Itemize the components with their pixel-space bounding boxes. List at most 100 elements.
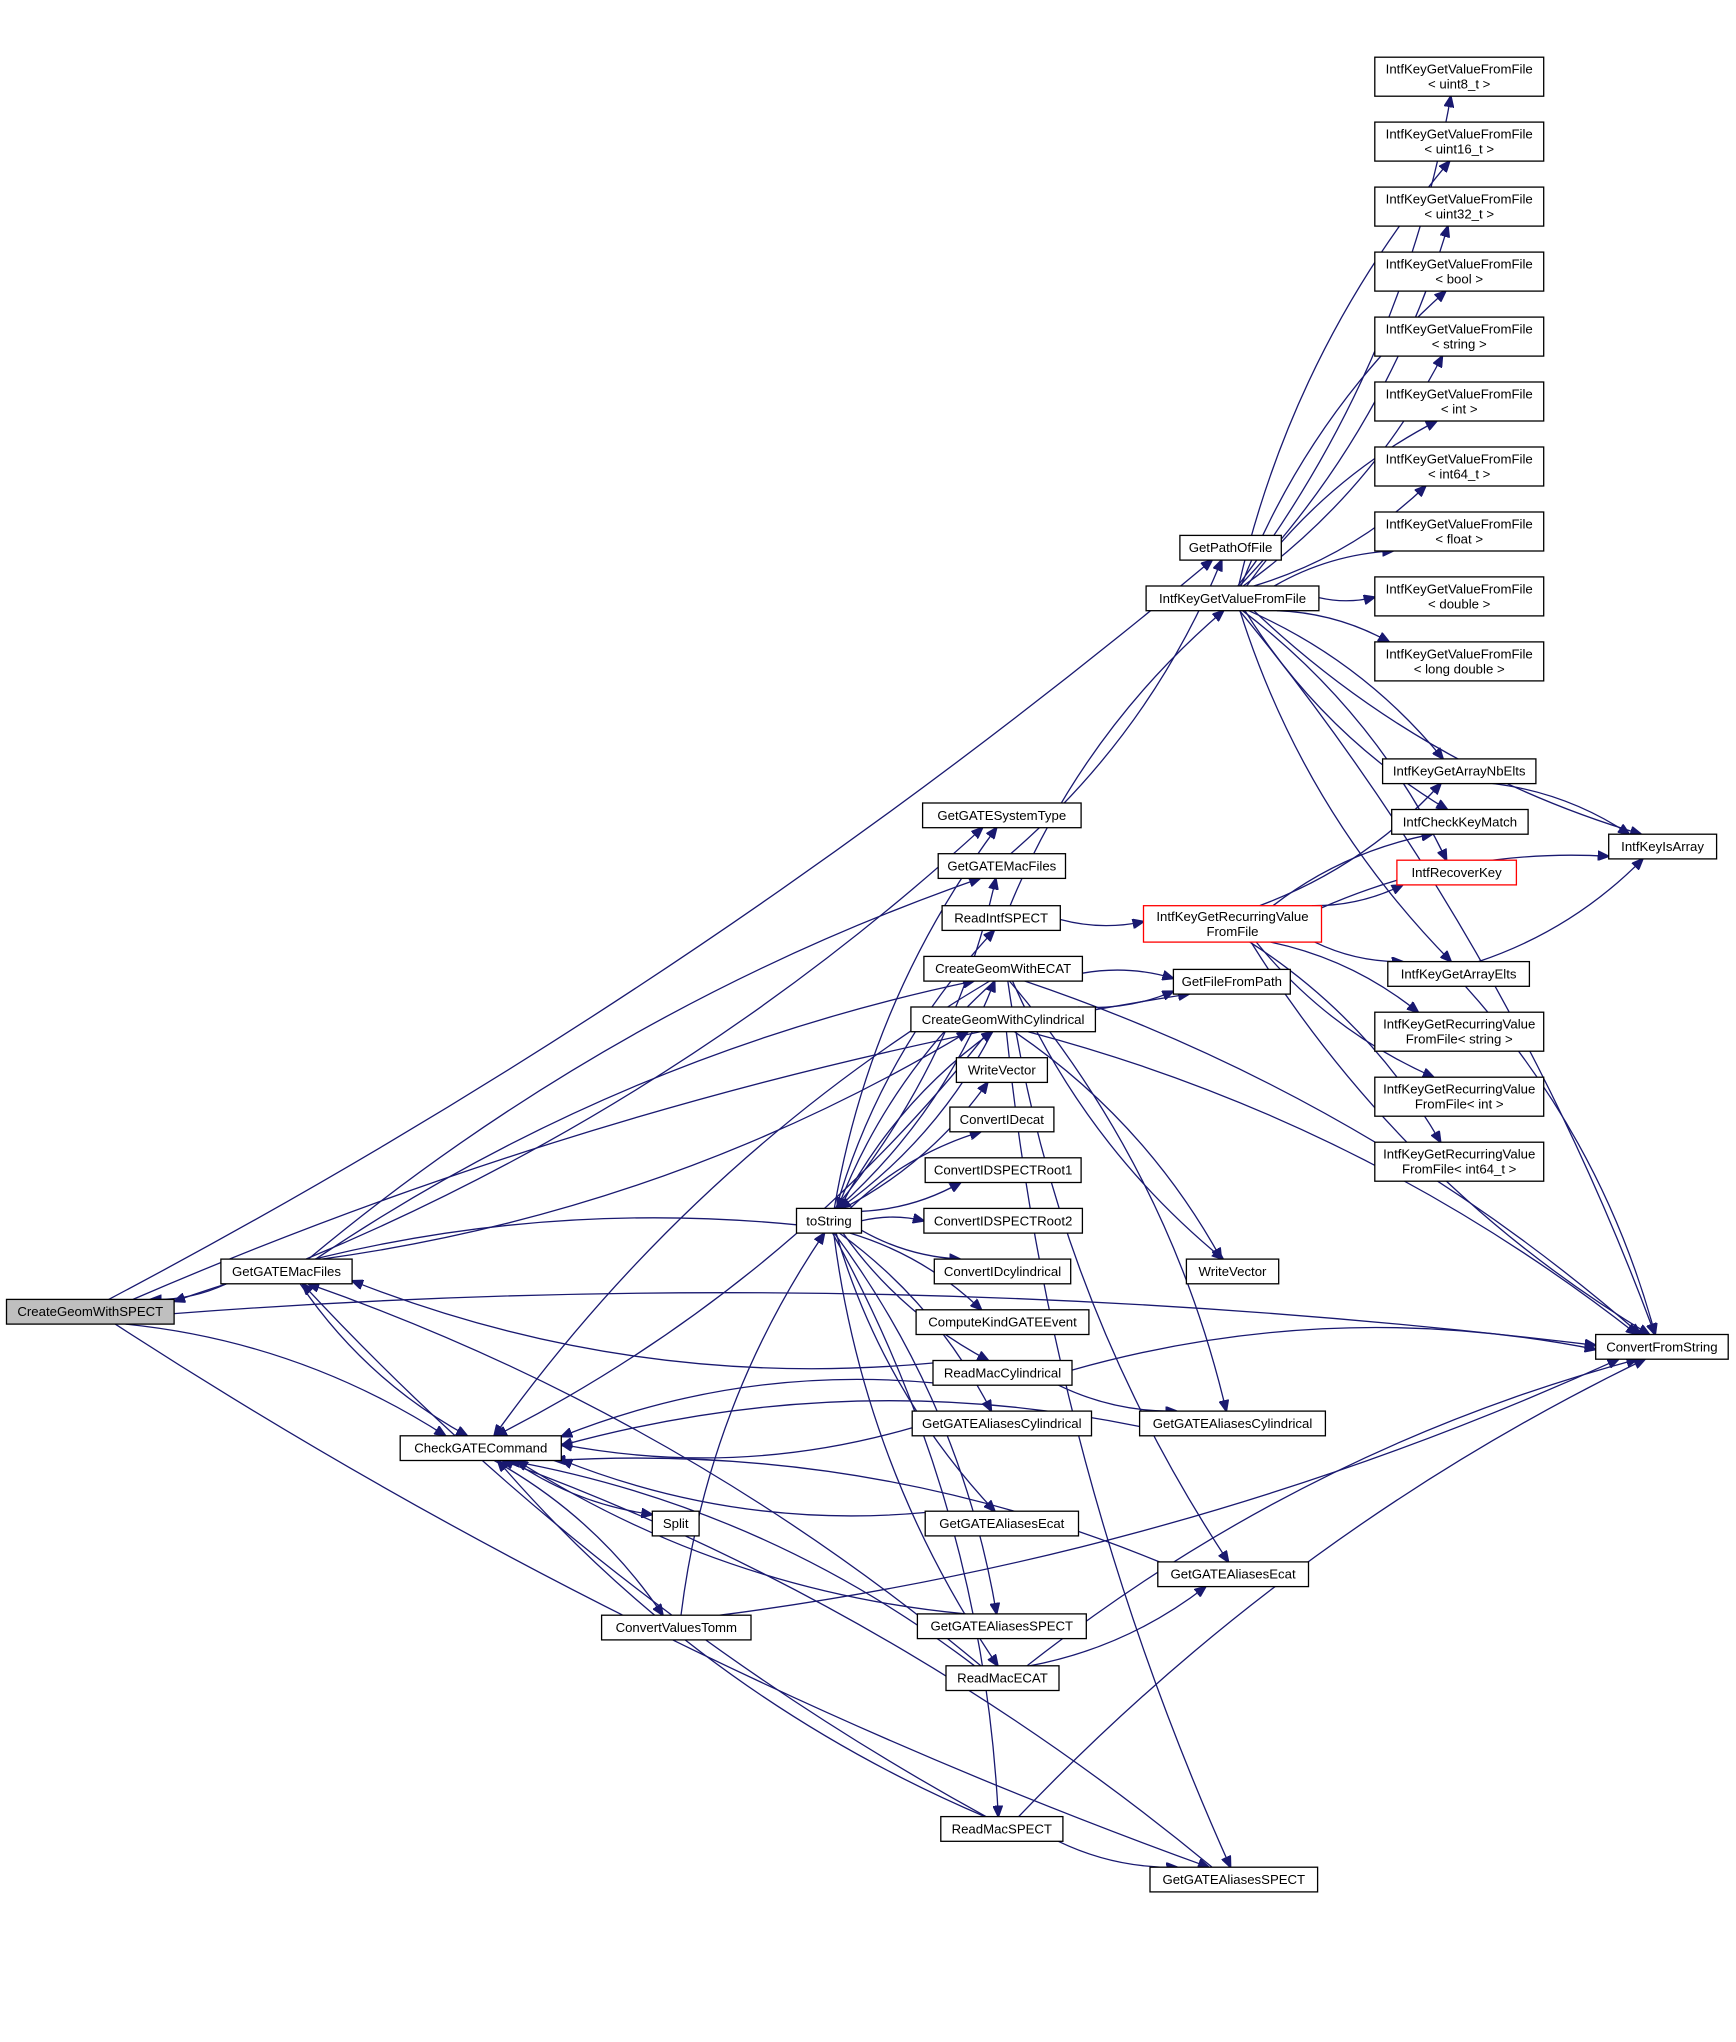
node-cidecat[interactable]: ConvertIDecat [949,1106,1055,1133]
edge-ikgrvff-to-r_int [1255,941,1433,1077]
edge-rmcyl-to-cgc [561,1378,934,1436]
node-box-cgc [399,1435,562,1462]
node-ikgvff[interactable]: IntfKeyGetValueFromFile [1145,585,1320,612]
node-rmcyl[interactable]: ReadMacCylindrical [932,1359,1073,1386]
node-label-gaecat1-0: GetGATEAliasesEcat [939,1516,1064,1531]
edge-readintf-to-ikgrvff [1060,920,1143,926]
node-gsystype[interactable]: GetGATESystemType [921,802,1082,829]
node-label-tostring-0: toString [806,1213,851,1228]
node-cfs[interactable]: ConvertFromString [1595,1333,1729,1360]
node-gacyl1[interactable]: GetGATEAliasesCylindrical [911,1410,1093,1437]
node-t_i64[interactable]: IntfKeyGetValueFromFile< int64_t > [1374,446,1545,487]
node-split[interactable]: Split [651,1510,700,1537]
node-cidcyl[interactable]: ConvertIDcylindrical [933,1258,1072,1285]
edge-cvtmm-to-tostring [680,1233,824,1616]
node-box-t_bool [1374,251,1545,292]
node-root[interactable]: CreateGeomWithSPECT [5,1298,175,1325]
node-gmf1[interactable]: GetGATEMacFiles [220,1258,353,1285]
edge-gaspect2-to-cgc [502,1461,1213,1868]
node-gmf2[interactable]: GetGATEMacFiles [937,853,1067,880]
node-t_u8[interactable]: IntfKeyGetValueFromFile< uint8_t > [1374,56,1545,97]
node-box-ikganb [1381,758,1537,785]
node-label-cidcyl-0: ConvertIDcylindrical [944,1264,1061,1279]
node-ikgae[interactable]: IntfKeyGetArrayElts [1387,960,1531,987]
edge-root-to-gpof [108,560,1212,1300]
edge-tostring-to-cidsr1 [861,1183,961,1212]
node-box-gacyl2 [1138,1410,1327,1437]
node-t_str[interactable]: IntfKeyGetValueFromFile< string > [1374,316,1545,357]
node-rmecat[interactable]: ReadMacECAT [945,1665,1060,1692]
node-cidsr1[interactable]: ConvertIDSPECTRoot1 [924,1157,1082,1184]
node-label-r_str-1: FromFile< string > [1406,1032,1513,1047]
node-box-ikia [1608,833,1718,860]
edge-tostring-to-rmcyl [842,1232,988,1360]
edges-layer [108,96,1656,1868]
node-label-t_str-0: IntfKeyGetValueFromFile [1386,322,1533,337]
node-box-gaecat2 [1157,1561,1310,1588]
node-box-cfs [1595,1333,1729,1360]
node-t_ld[interactable]: IntfKeyGetValueFromFile< long double > [1374,641,1545,682]
node-box-split [651,1510,700,1537]
node-box-gaspect1 [916,1613,1087,1640]
node-cvtmm[interactable]: ConvertValuesTomm [600,1614,752,1641]
edge-gmf1-to-cgecat [315,981,974,1260]
node-wv2[interactable]: WriteVector [1185,1258,1280,1285]
edge-ikganb-to-ikia [1492,782,1630,835]
node-box-root [5,1298,175,1325]
node-cgcyl[interactable]: CreateGeomWithCylindrical [910,1006,1097,1033]
edge-cgecat-to-gffp [1082,969,1173,978]
node-ikia[interactable]: IntfKeyIsArray [1608,833,1718,860]
node-gaecat1[interactable]: GetGATEAliasesEcat [924,1510,1080,1537]
node-irk[interactable]: IntfRecoverKey [1396,859,1518,886]
node-t_double[interactable]: IntfKeyGetValueFromFile< double > [1374,576,1545,617]
edge-cgecat-to-cgc [494,980,991,1436]
edge-ikgrvff-to-cfs [1250,941,1649,1334]
node-t_bool[interactable]: IntfKeyGetValueFromFile< bool > [1374,251,1545,292]
node-box-t_u16 [1374,121,1545,162]
node-gacyl2[interactable]: GetGATEAliasesCylindrical [1138,1410,1327,1437]
edge-gmf1-to-root [150,1283,227,1300]
node-label-t_ld-0: IntfKeyGetValueFromFile [1386,646,1533,661]
node-label-ikganb-0: IntfKeyGetArrayNbElts [1393,764,1526,779]
node-t_u16[interactable]: IntfKeyGetValueFromFile< uint16_t > [1374,121,1545,162]
edge-rmcyl-to-gmf1 [352,1281,934,1370]
node-t_int[interactable]: IntfKeyGetValueFromFile< int > [1374,381,1545,422]
node-gaecat2[interactable]: GetGATEAliasesEcat [1157,1561,1310,1588]
node-label-wv1-0: WriteVector [968,1063,1037,1078]
node-cidsr2[interactable]: ConvertIDSPECTRoot2 [923,1207,1084,1234]
node-label-ickm-0: IntfCheckKeyMatch [1403,814,1517,829]
node-cgecat[interactable]: CreateGeomWithECAT [923,955,1084,982]
edge-cgcyl-to-gaspect2 [1005,1031,1230,1868]
edge-tostring-to-cidecat [849,1132,981,1209]
node-rmspect[interactable]: ReadMacSPECT [940,1815,1064,1842]
node-label-ikgrvff-0: IntfKeyGetRecurringValue [1156,909,1308,924]
node-ickm[interactable]: IntfCheckKeyMatch [1391,808,1529,835]
edge-rmecat-to-gmf1 [308,1284,982,1667]
edge-ikgvff-to-cfs [1239,610,1655,1335]
edge-gmf1-to-cgc [299,1283,467,1436]
node-t_u32[interactable]: IntfKeyGetValueFromFile< uint32_t > [1374,186,1545,227]
node-tostring[interactable]: toString [795,1207,863,1234]
node-cgc[interactable]: CheckGATECommand [399,1435,562,1462]
node-readintf[interactable]: ReadIntfSPECT [941,905,1061,932]
node-box-cgecat [923,955,1084,982]
node-t_float[interactable]: IntfKeyGetValueFromFile< float > [1374,511,1545,552]
node-wv1[interactable]: WriteVector [955,1057,1049,1084]
node-gaspect1[interactable]: GetGATEAliasesSPECT [916,1613,1087,1640]
edge-rmecat-to-cgc [509,1461,975,1667]
node-ikganb[interactable]: IntfKeyGetArrayNbElts [1381,758,1537,785]
nodes-layer: CreateGeomWithSPECT GetGATEMacFilesCheckG… [5,56,1729,1893]
node-ckge[interactable]: ComputeKindGATEEvent [915,1309,1090,1336]
node-box-cgcyl [910,1006,1097,1033]
node-gpof[interactable]: GetPathOfFile [1179,534,1282,561]
node-gffp[interactable]: GetFileFromPath [1172,968,1291,995]
node-label-t_ld-1: < long double > [1414,661,1505,676]
node-box-r_str [1374,1011,1545,1052]
node-gaspect2[interactable]: GetGATEAliasesSPECT [1149,1866,1319,1893]
node-label-t_double-0: IntfKeyGetValueFromFile [1386,581,1533,596]
